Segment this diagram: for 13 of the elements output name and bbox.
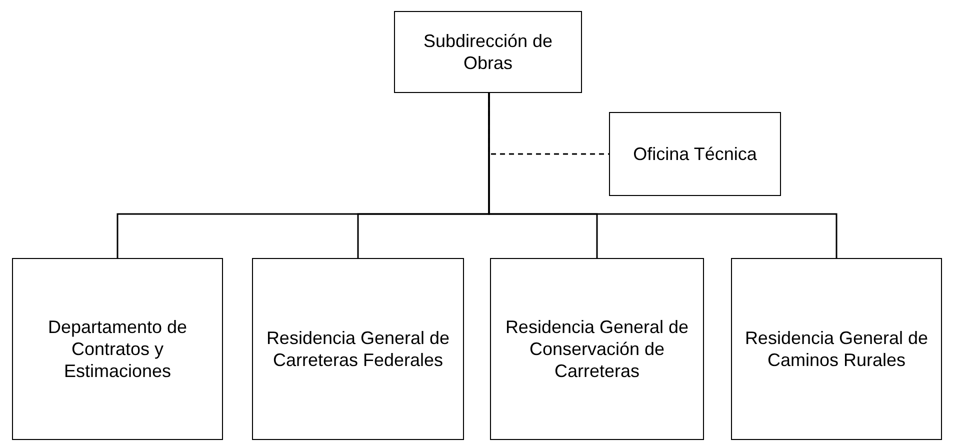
unit-name: Oficina Técnica bbox=[633, 143, 757, 165]
org-box bbox=[731, 258, 942, 440]
unit-name: Residencia General de Conservación de Carreteras bbox=[504, 316, 690, 382]
org-box bbox=[252, 258, 464, 440]
connector-line bbox=[488, 93, 838, 258]
org-box bbox=[12, 258, 223, 440]
unit-name: Residencia General de Caminos Rurales bbox=[744, 327, 930, 371]
org-box bbox=[609, 112, 781, 196]
org-box bbox=[394, 11, 582, 93]
unit-name: Departamento de Contratos y Estimaciones bbox=[46, 316, 188, 382]
org-box bbox=[490, 258, 704, 440]
unit-name: Residencia General de Carreteras Federales bbox=[265, 327, 451, 371]
unit-name: Subdirección de Obras bbox=[422, 30, 554, 74]
